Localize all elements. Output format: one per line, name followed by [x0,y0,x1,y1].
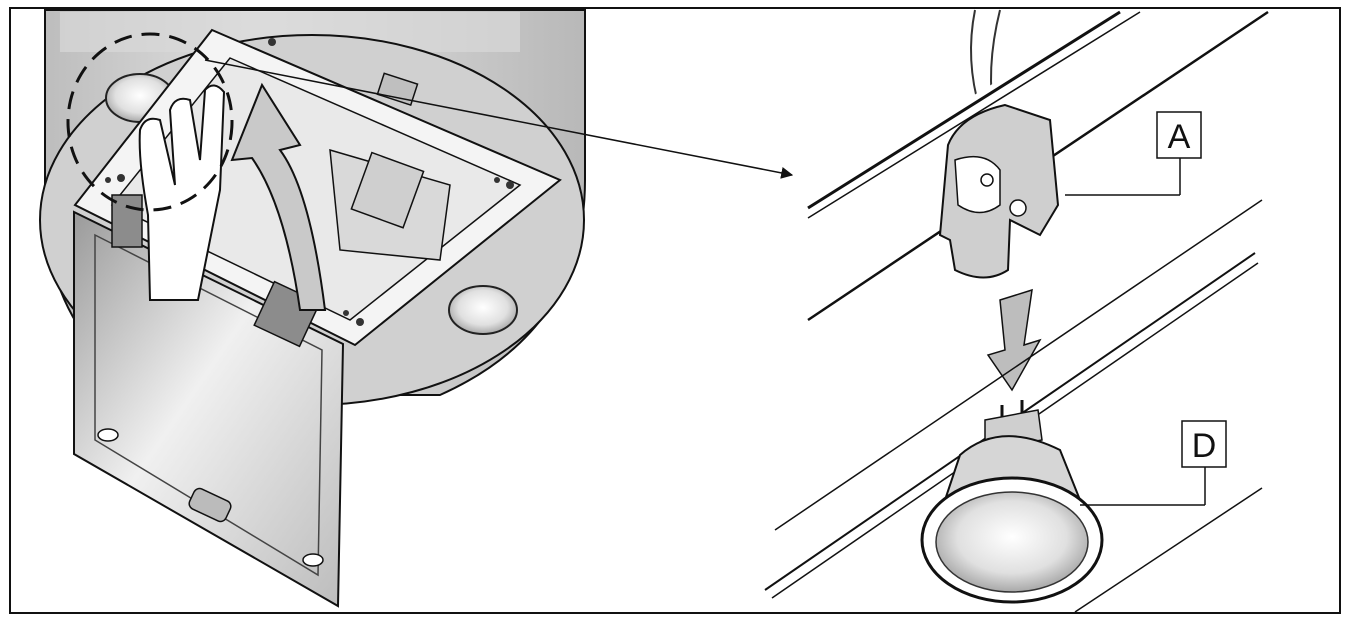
hand-icon [138,84,226,301]
connector-box [350,151,425,229]
panel-foot-right [302,553,324,567]
rail-edge-2 [807,11,1141,219]
rail-lower-4 [1074,487,1263,613]
callout-d-label: D [1192,427,1217,465]
down-arrow-icon [986,288,1042,392]
callout-a-label: A [1168,118,1191,156]
detail-highlight-circle [66,32,234,212]
halogen-lamp [920,400,1104,604]
curved-arrow-icon [230,82,327,311]
frame-screws [105,38,514,326]
grease-filter-inner [94,233,323,577]
top-latch [376,72,419,106]
rail-lower-1 [774,199,1263,531]
socket-hole [980,173,994,187]
detail-pointer-arrow [204,59,794,179]
hinge-left [111,194,143,248]
panel-foot-left [97,428,119,442]
hood-illustration [39,9,586,608]
filter-handle [188,487,232,523]
callout-d-box [1181,420,1227,468]
figure-frame [9,7,1341,614]
lamp-holder-socket [954,155,1001,214]
callout-a-box [1156,111,1202,159]
grease-filter-panel [73,210,345,608]
lamp-detail: A D [764,9,1269,613]
holder-screw [1009,199,1027,217]
hood-lamp-right [448,285,518,335]
rail-edge-1 [807,10,1121,210]
